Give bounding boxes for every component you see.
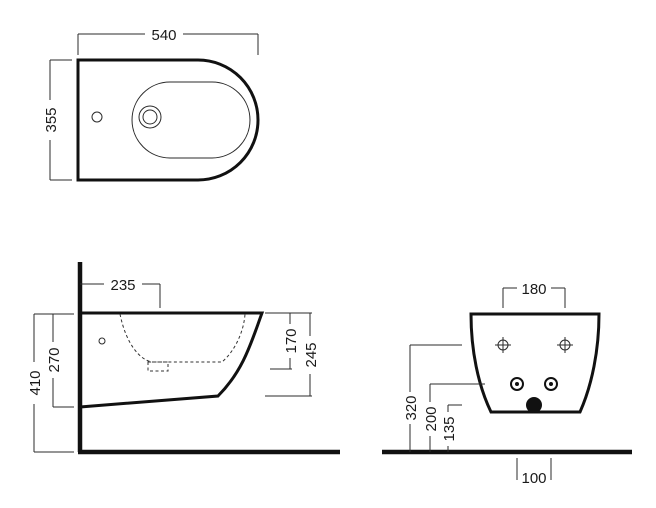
front-body (469, 312, 601, 414)
front-view: 180 320 200 135 100 (382, 281, 632, 487)
drain-outer (138, 105, 162, 129)
front-height-dim-a: 320 (403, 395, 420, 420)
side-body (79, 311, 265, 409)
side-upper-height-dim: 270 (46, 347, 63, 372)
side-view: 235 410 270 170 245 (27, 262, 340, 455)
water-inlet-right (544, 377, 558, 391)
front-height-dim-b: 200 (423, 406, 440, 431)
side-rim-dim-b: 245 (303, 342, 320, 367)
top-view-outline (76, 58, 260, 182)
side-tap-hole (98, 337, 106, 345)
front-height-dim-c: 135 (441, 416, 458, 441)
tap-hole (91, 111, 103, 123)
water-inlet-left (510, 377, 524, 391)
side-bowl-hidden (119, 313, 246, 363)
bowl-outline (131, 81, 251, 159)
side-rim-dim-a: 170 (283, 328, 300, 353)
waste-outlet (526, 397, 542, 413)
front-bolt-spacing-dim: 180 (521, 281, 546, 298)
top-view: 540 355 (43, 27, 260, 182)
front-offset-dim: 100 (521, 470, 546, 487)
side-drain-hidden (147, 361, 169, 372)
side-offset-dim: 235 (110, 277, 135, 294)
fixing-bolt-left (495, 337, 511, 353)
top-depth-dim: 355 (43, 107, 60, 132)
fixing-bolt-right (557, 337, 573, 353)
side-total-height-dim: 410 (27, 370, 44, 395)
drain-inner (142, 109, 158, 125)
top-width-dim: 540 (151, 27, 176, 44)
